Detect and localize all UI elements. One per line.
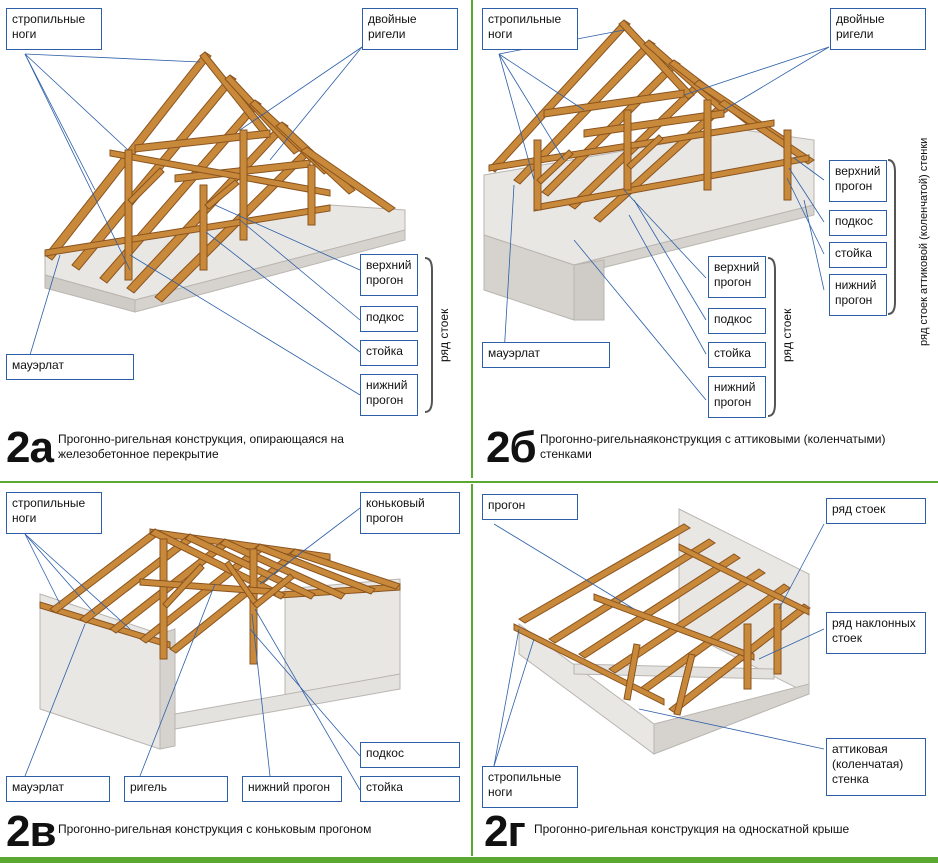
label-top-purlin-right: верхний прогон xyxy=(829,160,887,202)
caption-2v: Прогонно-ригельная конструкция с коньков… xyxy=(58,822,372,836)
label-knee-wall: аттиковая (коленчатая) стенка xyxy=(826,738,926,796)
label-post-row: ряд стоек xyxy=(826,498,926,524)
label-bottom-purlin: нижний прогон xyxy=(242,776,342,802)
roof-illustration-2b xyxy=(483,19,896,417)
panel-2a: стропильные ноги двойные ригели верхний … xyxy=(0,0,470,480)
label-inclined-post-row: ряд наклонных стоек xyxy=(826,612,926,654)
figure-number-2a: 2а xyxy=(6,423,54,472)
figure-number-2g: 2г xyxy=(484,807,526,856)
vertical-divider-top xyxy=(471,0,473,478)
figure-number-2b: 2б xyxy=(486,423,537,472)
label-post: стойка xyxy=(360,340,418,366)
label-post-right: стойка xyxy=(829,242,887,268)
label-strut: подкос xyxy=(708,308,766,334)
roof-illustration-2g xyxy=(493,508,825,767)
label-strut: подкос xyxy=(360,306,418,332)
label-double-collars: двойные ригели xyxy=(830,8,926,50)
label-bottom-purlin-right: нижний прогон xyxy=(829,274,887,316)
figure-number-2v: 2в xyxy=(6,807,57,856)
label-knee-wall-post-row: ряд стоек аттиковой (коленчатой) стенки xyxy=(918,137,930,346)
label-post-row: ряд стоек xyxy=(437,308,451,362)
bottom-accent-bar xyxy=(0,857,938,863)
vertical-divider-bottom xyxy=(471,484,473,856)
label-rafters: стропильные ноги xyxy=(6,8,102,50)
label-purlin: прогон xyxy=(482,494,578,520)
label-top-purlin: верхний прогон xyxy=(708,256,766,298)
label-mauerlat: мауэрлат xyxy=(482,342,610,368)
caption-2b: Прогонно-ригельнаяконструкция с аттиковы… xyxy=(540,432,886,461)
label-rafters: стропильные ноги xyxy=(482,8,578,50)
label-collar: ригель xyxy=(124,776,228,802)
label-mauerlat: мауэрлат xyxy=(6,354,134,380)
horizontal-divider xyxy=(0,481,938,483)
roof-illustration-2a xyxy=(24,46,433,413)
panel-2g: прогон ряд стоек ряд наклонных стоек атт… xyxy=(474,484,938,856)
label-bottom-purlin: нижний прогон xyxy=(708,376,766,418)
label-rafters: стропильные ноги xyxy=(6,492,102,534)
label-bottom-purlin: нижний прогон xyxy=(360,374,418,416)
label-post: стойка xyxy=(708,342,766,368)
label-post: стойка xyxy=(360,776,460,802)
roof-illustration-2v xyxy=(24,507,401,791)
label-double-collars: двойные ригели xyxy=(362,8,458,50)
label-ridge-purlin: коньковый прогон xyxy=(360,492,460,534)
label-mauerlat: мауэрлат xyxy=(6,776,110,802)
label-rafters: стропильные ноги xyxy=(482,766,578,808)
label-top-purlin: верхний прогон xyxy=(360,254,418,296)
label-post-row: ряд стоек xyxy=(780,308,794,362)
panel-2b: стропильные ноги двойные ригели верхний … xyxy=(474,0,938,480)
caption-2g: Прогонно-ригельная конструкция на односк… xyxy=(534,822,850,836)
label-strut: подкос xyxy=(360,742,460,768)
label-strut-right: подкос xyxy=(829,210,887,236)
panel-2v: стропильные ноги коньковый прогон подкос… xyxy=(0,484,470,856)
caption-2a: Прогонно-ригельная конструкция, опирающа… xyxy=(58,432,344,461)
